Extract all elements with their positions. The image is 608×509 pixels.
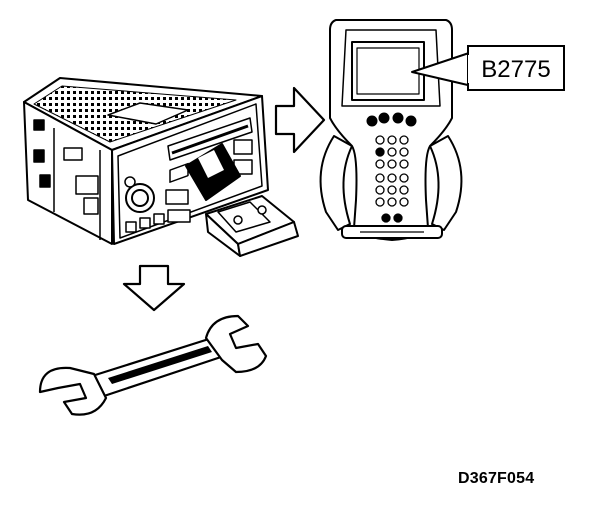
wrench-icon	[38, 314, 268, 416]
radio-receiver-icon	[23, 77, 299, 257]
arrow-to-wrench-icon	[122, 264, 186, 312]
arrow-to-tester-icon	[274, 86, 326, 154]
callout-code-label: B2775	[481, 56, 550, 83]
figure-id-label: D367F054	[458, 470, 535, 487]
callout-box: B2775	[467, 45, 565, 91]
diagnostic-tester-icon	[319, 19, 463, 241]
